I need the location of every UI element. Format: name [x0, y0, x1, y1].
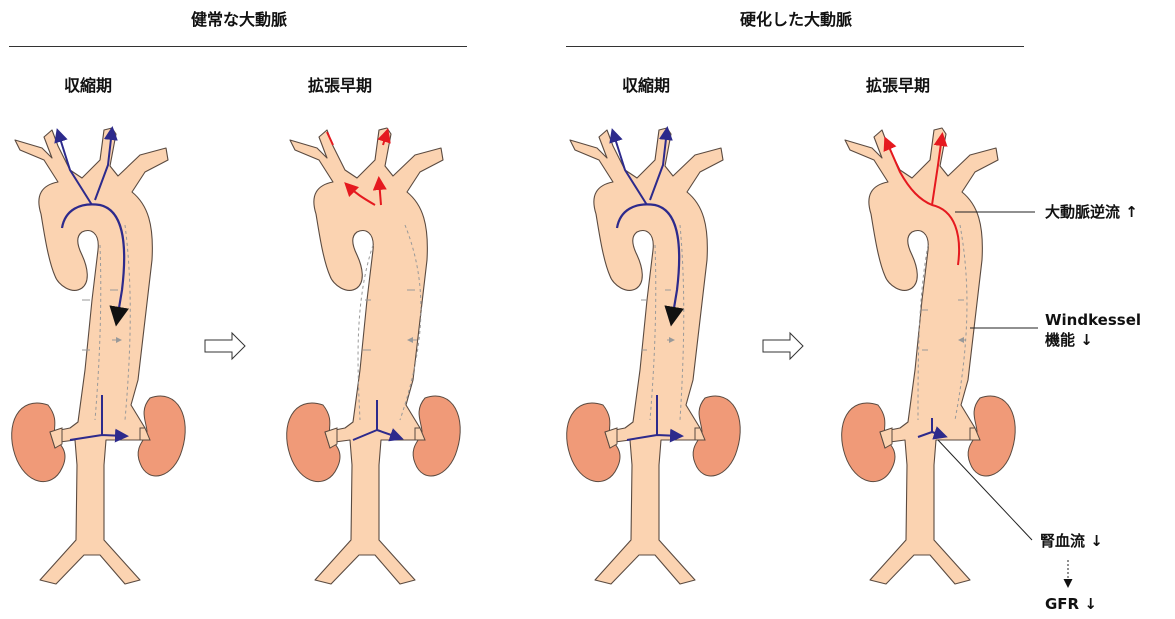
down-arrow-icon: ↓ [1084, 595, 1097, 613]
panel-healthy-diastole [287, 128, 461, 584]
transition-arrow-healthy [205, 333, 245, 359]
down-arrow-icon: ↓ [1090, 532, 1103, 550]
annotation-windkessel: Windkessel 機能 ↓ [1045, 310, 1141, 350]
annotation-aortic-backflow: 大動脈逆流 ↑ [1045, 202, 1138, 222]
annotation-gfr: GFR ↓ [1045, 594, 1097, 614]
panel-healthy-systole [12, 128, 186, 584]
up-arrow-icon: ↑ [1125, 203, 1138, 221]
transition-arrow-stiff [763, 333, 803, 359]
panel-stiff-systole [567, 128, 741, 584]
down-arrow-icon: ↓ [1080, 331, 1093, 349]
panel-stiff-diastole [842, 128, 1038, 584]
annotation-renal-flow: 腎血流 ↓ [1040, 531, 1103, 551]
